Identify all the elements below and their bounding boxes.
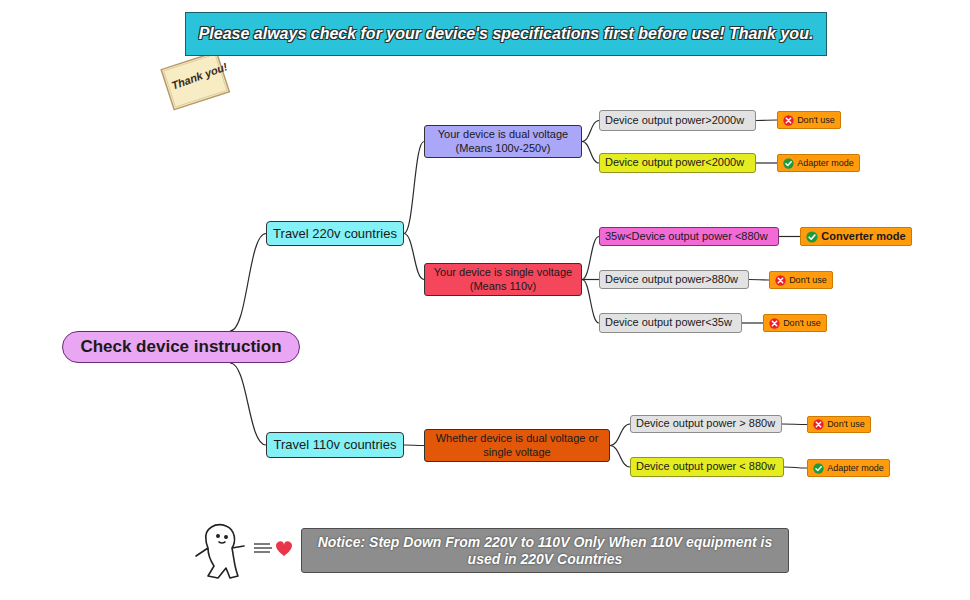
node-text: Adapter mode (797, 158, 854, 169)
branch-box: 35w<Device output power <880w (599, 227, 779, 246)
node-text: Adapter mode (827, 463, 884, 474)
title-text: Please always check for your device's sp… (199, 25, 814, 43)
branch-line (610, 446, 630, 468)
title-banner: Please always check for your device's sp… (185, 12, 828, 56)
check-icon (783, 158, 794, 169)
stop-icon (775, 275, 786, 286)
node-text: Your device is single voltage (Means 110… (431, 266, 575, 292)
branch-line (749, 279, 769, 281)
branch-line (782, 423, 807, 425)
notice-box: Notice: Step Down From 220V to 110V Only… (301, 528, 789, 573)
node-text: Don't use (797, 115, 835, 126)
branch-line (230, 363, 266, 445)
speed-lines (254, 544, 272, 552)
node-text: Device output power<35w (605, 316, 732, 329)
node-text: Don't use (827, 419, 865, 430)
branch-box: Your device is dual voltage (Means 100v-… (424, 125, 582, 158)
branch-line (582, 142, 599, 164)
branch-box: Device output power>880w (599, 270, 749, 289)
node-text: Whether device is dual voltage or single… (431, 432, 603, 458)
result-box: Adapter mode (777, 154, 860, 172)
branch-line (610, 424, 630, 446)
node-text: Device output power>880w (605, 273, 738, 286)
node-text: Converter mode (821, 230, 905, 243)
check-icon (806, 231, 818, 243)
node-text: Notice: Step Down From 220V to 110V Only… (308, 534, 782, 568)
sticky-note (161, 52, 229, 110)
branch-line (230, 234, 266, 332)
branch-box: Travel 220v countries (266, 221, 404, 246)
node-text: Don't use (783, 318, 821, 329)
stop-icon (783, 115, 794, 126)
result-box: Don't use (763, 314, 827, 332)
result-box: Don't use (807, 416, 871, 433)
node-text: 35w<Device output power <880w (605, 230, 768, 243)
branch-box: Whether device is dual voltage or single… (424, 429, 610, 462)
branch-line (404, 444, 424, 446)
branch-line (582, 279, 599, 280)
result-box: Converter mode (800, 227, 912, 246)
node-text: Device output power < 880w (636, 460, 775, 473)
branch-line (742, 322, 763, 323)
branch-box: Device output power<35w (599, 313, 742, 333)
branch-line (756, 162, 777, 163)
branch-line (582, 237, 599, 280)
branch-line (404, 234, 424, 280)
result-box: Adapter mode (807, 459, 890, 477)
branch-box: Device output power < 880w (630, 457, 784, 477)
node-text: Travel 220v countries (273, 226, 397, 242)
branch-box: Device output power > 880w (630, 415, 782, 433)
node-text: Your device is dual voltage (Means 100v-… (431, 128, 575, 154)
branch-line (756, 119, 777, 121)
root-node: Check device instruction (62, 331, 300, 363)
branch-line (582, 121, 599, 142)
stick-figure (196, 525, 244, 578)
note-label: Thank you! (170, 60, 229, 91)
branch-line (779, 236, 800, 237)
branch-line (582, 280, 599, 324)
node-text: Don't use (789, 275, 827, 286)
node-text: Travel 110v countries (274, 437, 397, 453)
node-text: Device output power<2000w (605, 156, 744, 169)
node-text: Check device instruction (80, 337, 281, 357)
branch-box: Device output power>2000w (599, 110, 756, 131)
branch-box: Device output power<2000w (599, 153, 756, 173)
result-box: Don't use (777, 111, 841, 129)
branch-line (784, 467, 807, 468)
branch-box: Travel 110v countries (266, 432, 404, 458)
branch-line (404, 142, 424, 234)
stop-icon (769, 318, 780, 329)
heart (276, 541, 292, 556)
node-text: Device output power > 880w (636, 417, 775, 430)
branch-box: Your device is single voltage (Means 110… (424, 263, 582, 296)
result-box: Don't use (769, 271, 833, 289)
stop-icon (813, 419, 824, 430)
check-icon (813, 463, 824, 474)
node-text: Device output power>2000w (605, 114, 744, 127)
